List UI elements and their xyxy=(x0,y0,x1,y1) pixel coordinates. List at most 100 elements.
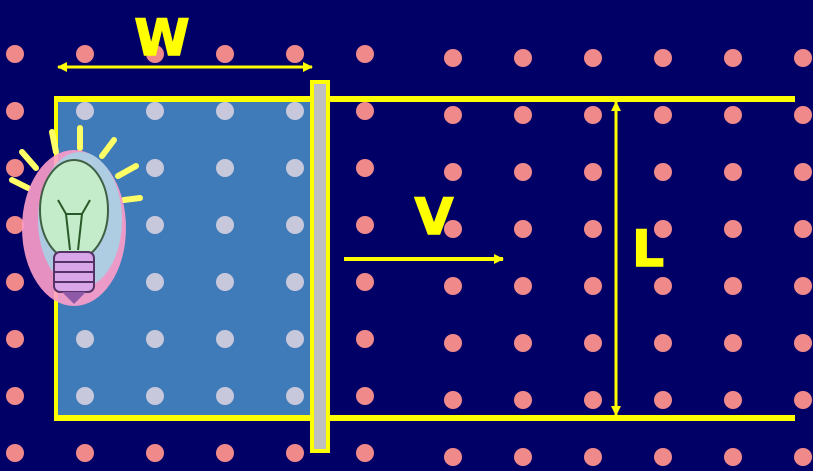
field-dot xyxy=(794,277,812,295)
field-dot xyxy=(514,163,532,181)
field-dot xyxy=(724,220,742,238)
field-dot xyxy=(794,49,812,67)
field-dot xyxy=(356,444,374,462)
field-dot xyxy=(654,106,672,124)
field-dot xyxy=(724,49,742,67)
field-dot xyxy=(584,163,602,181)
width-label: W xyxy=(134,9,189,67)
field-dot xyxy=(356,387,374,405)
field-dot xyxy=(794,448,812,466)
field-dot xyxy=(514,334,532,352)
field-dot xyxy=(724,163,742,181)
length-label: L xyxy=(632,220,664,278)
field-dot xyxy=(216,330,234,348)
field-dot xyxy=(356,159,374,177)
field-dot xyxy=(286,102,304,120)
field-dot xyxy=(444,49,462,67)
field-dot xyxy=(286,330,304,348)
field-dot xyxy=(356,330,374,348)
field-dot xyxy=(584,106,602,124)
field-dot xyxy=(584,277,602,295)
field-dot xyxy=(216,216,234,234)
field-dot xyxy=(76,444,94,462)
field-dot xyxy=(6,45,24,63)
field-dot xyxy=(794,163,812,181)
field-dot xyxy=(584,220,602,238)
field-dot xyxy=(216,102,234,120)
field-dot xyxy=(654,49,672,67)
field-dot xyxy=(6,159,24,177)
field-dot xyxy=(444,106,462,124)
field-dot xyxy=(76,102,94,120)
field-dot xyxy=(654,163,672,181)
field-dot xyxy=(76,45,94,63)
field-dot xyxy=(286,159,304,177)
field-dot xyxy=(514,391,532,409)
field-dot xyxy=(356,45,374,63)
field-dot xyxy=(444,277,462,295)
field-dot xyxy=(724,106,742,124)
field-dot xyxy=(356,273,374,291)
field-dot xyxy=(584,49,602,67)
field-dot xyxy=(146,216,164,234)
field-dot xyxy=(146,444,164,462)
field-dot xyxy=(146,387,164,405)
field-dot xyxy=(216,387,234,405)
field-dot xyxy=(76,330,94,348)
field-dot xyxy=(794,220,812,238)
field-dot xyxy=(654,220,672,238)
field-dot xyxy=(216,159,234,177)
field-dot xyxy=(216,273,234,291)
field-dot xyxy=(216,45,234,63)
field-dot xyxy=(654,277,672,295)
field-dot xyxy=(286,387,304,405)
field-dot xyxy=(794,106,812,124)
field-dot xyxy=(6,273,24,291)
field-dot xyxy=(356,102,374,120)
field-dot xyxy=(654,448,672,466)
field-dot xyxy=(444,163,462,181)
field-dot xyxy=(356,216,374,234)
field-dot xyxy=(724,277,742,295)
field-dot xyxy=(146,102,164,120)
field-dot xyxy=(514,220,532,238)
field-dot xyxy=(6,444,24,462)
field-dot xyxy=(514,49,532,67)
field-dot xyxy=(286,45,304,63)
field-dot xyxy=(6,102,24,120)
field-dot xyxy=(444,334,462,352)
field-dot xyxy=(146,159,164,177)
field-dot xyxy=(6,330,24,348)
sliding-rod xyxy=(310,80,330,453)
field-dot xyxy=(444,220,462,238)
field-dot xyxy=(794,391,812,409)
field-dot xyxy=(6,387,24,405)
field-dot xyxy=(286,216,304,234)
field-dot xyxy=(724,448,742,466)
field-dot xyxy=(584,391,602,409)
field-dot xyxy=(794,334,812,352)
field-dot xyxy=(146,45,164,63)
field-dot xyxy=(146,273,164,291)
field-dot xyxy=(514,106,532,124)
field-dot xyxy=(444,391,462,409)
field-dot xyxy=(286,444,304,462)
velocity-label: V xyxy=(415,188,454,246)
field-dot xyxy=(654,391,672,409)
field-dot xyxy=(724,334,742,352)
field-dot xyxy=(216,444,234,462)
field-dot xyxy=(654,334,672,352)
field-dot xyxy=(146,330,164,348)
field-dot xyxy=(724,391,742,409)
field-dot xyxy=(76,387,94,405)
field-dot xyxy=(584,334,602,352)
field-dot xyxy=(444,448,462,466)
field-dot xyxy=(286,273,304,291)
field-dot xyxy=(514,448,532,466)
field-dot xyxy=(514,277,532,295)
field-dot xyxy=(6,216,24,234)
light-bulb-icon xyxy=(9,125,143,306)
magnetic-field-dots xyxy=(6,45,812,466)
field-dot xyxy=(584,448,602,466)
